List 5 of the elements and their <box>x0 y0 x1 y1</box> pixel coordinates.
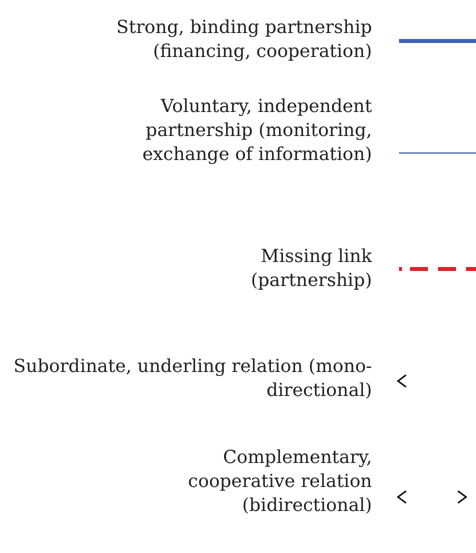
legend-text: Voluntary, independent partnership (monitoring, exchange of information) <box>141 95 372 167</box>
legend-text: Strong, binding partnership (financing, cooperation) <box>115 16 372 64</box>
legend-text: Subordinate, underling relation (mono-directional) <box>12 355 372 403</box>
legend-text: Missing link (partnership) <box>250 245 372 293</box>
legend-text: Complementary, cooperative relation (bidirectional) <box>187 446 372 518</box>
